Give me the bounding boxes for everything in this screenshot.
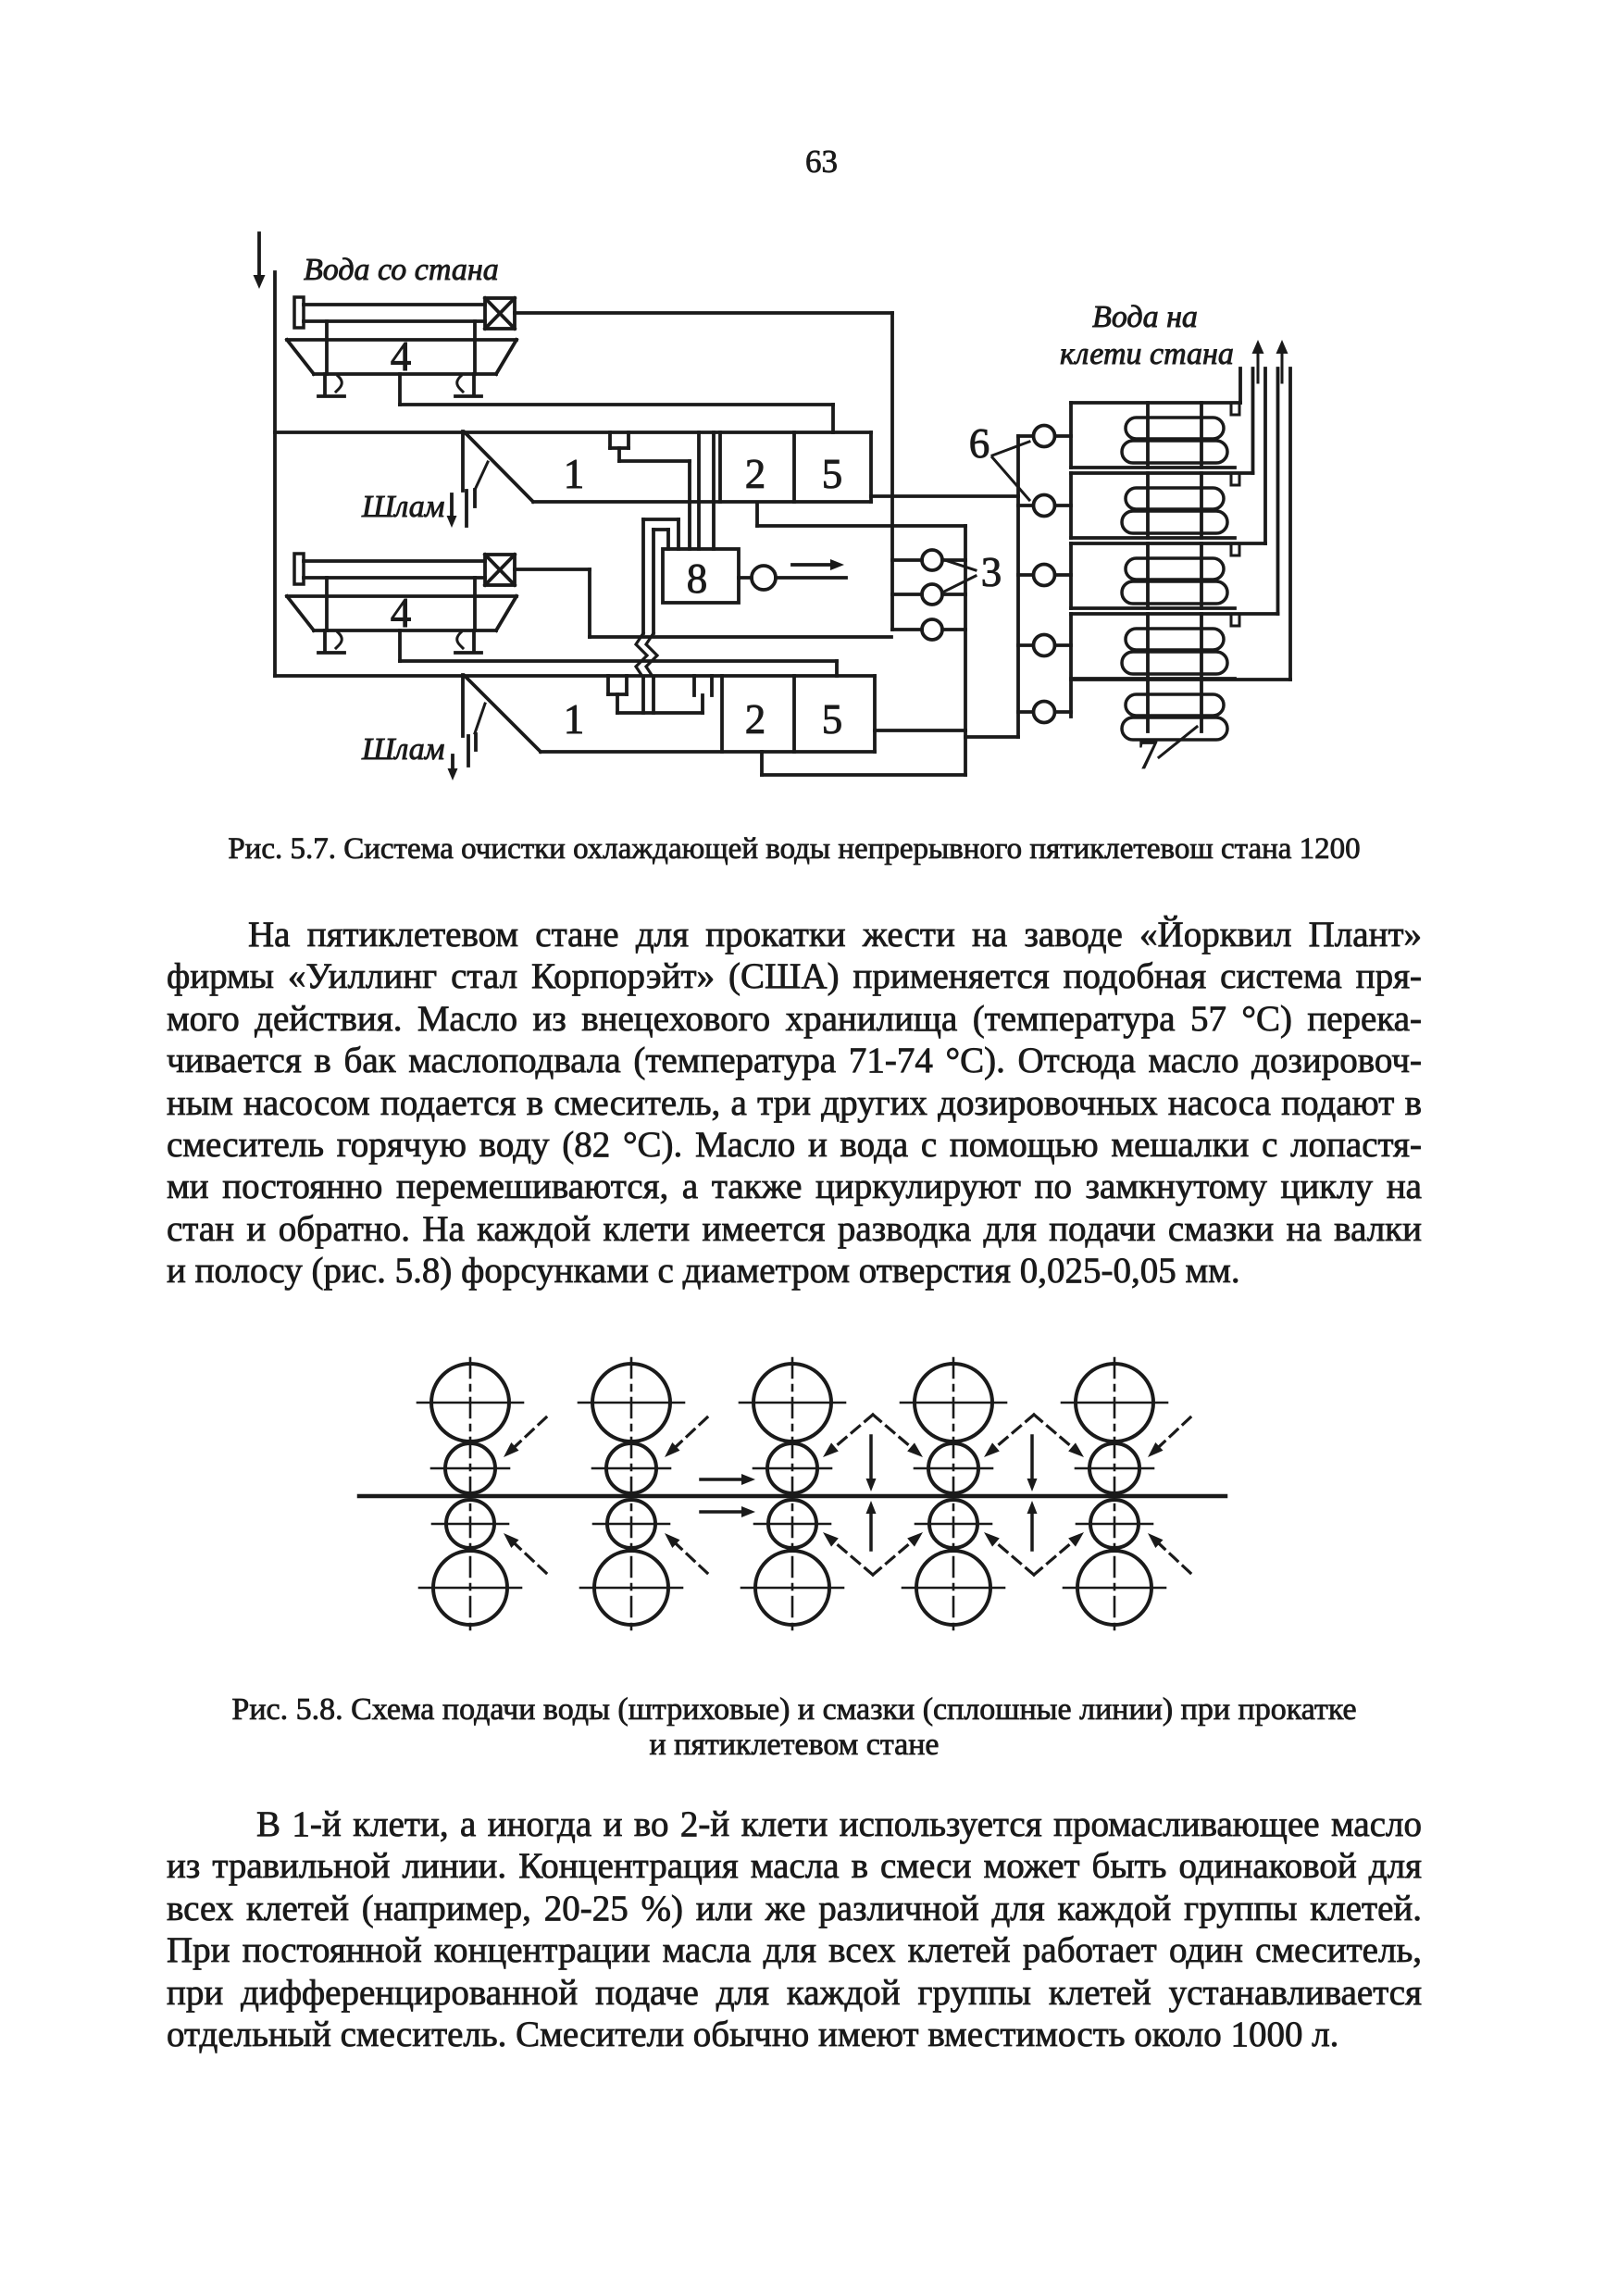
svg-text:6: 6 bbox=[969, 420, 990, 467]
svg-text:3: 3 bbox=[981, 549, 1002, 595]
svg-text:5: 5 bbox=[822, 696, 843, 742]
svg-text:2: 2 bbox=[745, 451, 766, 497]
svg-text:Шлам: Шлам bbox=[361, 490, 444, 524]
svg-text:2: 2 bbox=[745, 696, 766, 742]
svg-text:8: 8 bbox=[687, 555, 708, 602]
svg-text:Вода на: Вода на bbox=[1092, 300, 1198, 334]
svg-text:4: 4 bbox=[391, 590, 412, 636]
svg-text:5: 5 bbox=[822, 451, 843, 497]
svg-text:Вода со стана: Вода со стана bbox=[304, 253, 499, 287]
svg-text:1: 1 bbox=[564, 696, 585, 742]
svg-text:Шлам: Шлам bbox=[361, 732, 444, 767]
svg-text:7: 7 bbox=[1138, 731, 1159, 778]
svg-text:4: 4 bbox=[391, 333, 412, 380]
svg-text:клети стана: клети стана bbox=[1060, 337, 1234, 371]
svg-text:1: 1 bbox=[564, 451, 585, 497]
